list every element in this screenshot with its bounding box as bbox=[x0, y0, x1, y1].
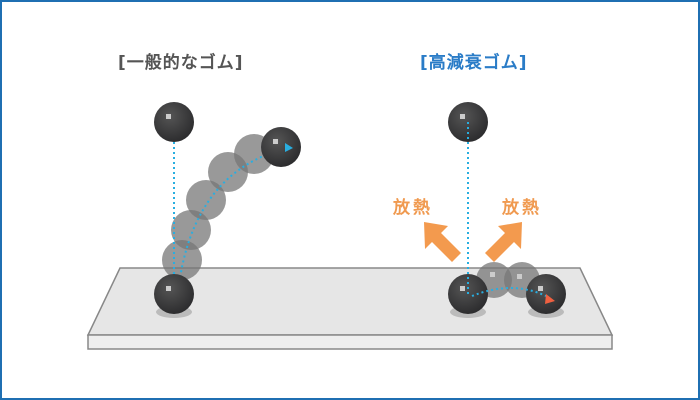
platform-front bbox=[87, 334, 613, 350]
ball-rebound-left bbox=[261, 127, 301, 167]
normal-rubber-title: [一般的なゴム] bbox=[118, 53, 244, 73]
normal-rubber-trajectory bbox=[162, 134, 274, 280]
heat-release-label-left: 放熱 bbox=[393, 198, 433, 218]
ball-top-left bbox=[154, 102, 194, 142]
high-damping-rubber-title: [高減衰ゴム] bbox=[420, 53, 528, 73]
heat-arrow-right-icon bbox=[485, 222, 522, 262]
heat-arrow-left-icon bbox=[424, 222, 461, 262]
ball-bottom-left bbox=[154, 274, 194, 314]
heat-release-label-right: 放熱 bbox=[502, 198, 542, 218]
